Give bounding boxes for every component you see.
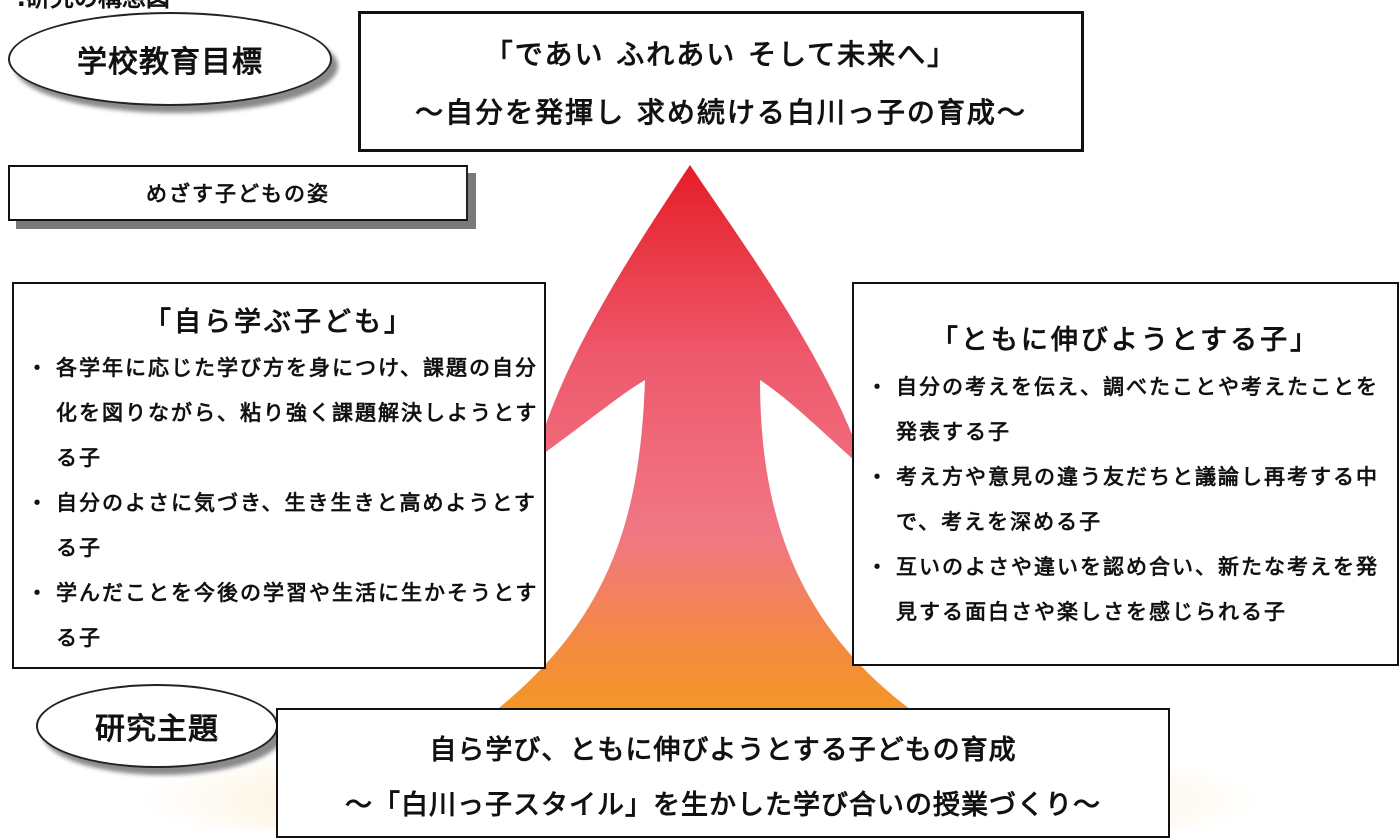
research-theme-box: 自ら学び、ともに伸びようとする子どもの育成 ～「白川っ子スタイル」を生かした学び… — [276, 708, 1170, 838]
school-goal-label: 学校教育目標 — [8, 12, 332, 106]
school-goal-line1: 「であい ふれあい そして未来へ」 — [484, 37, 958, 71]
self-learning-box: 「自ら学ぶ子ども」 ・各学年に応じた学び方を身につけ、課題の自分化を図りながら、… — [12, 282, 546, 669]
bullet-icon: ・ — [26, 356, 50, 380]
grow-together-title: 「ともに伸びようとする子」 — [930, 325, 1321, 356]
page-heading-fragment: .研究の構想図 — [0, 0, 170, 13]
list-item: ・自分のよさに気づき、生き生きと高めようとする子 — [14, 481, 544, 571]
research-theme-line1: 自ら学び、ともに伸びようとする子どもの育成 — [429, 735, 1017, 766]
list-item: ・互いのよさや違いを認め合い、新たな考えを発見する面白さや楽しさを感じられる子 — [854, 545, 1397, 635]
bullet-icon: ・ — [866, 465, 890, 489]
target-child-label: めざす子どもの姿 — [146, 182, 330, 206]
list-item: ・各学年に応じた学び方を身につけ、課題の自分化を図りながら、粘り強く課題解決しよ… — [14, 346, 544, 481]
self-learning-list: ・各学年に応じた学び方を身につけ、課題の自分化を図りながら、粘り強く課題解決しよ… — [14, 346, 544, 661]
bullet-icon: ・ — [26, 581, 50, 605]
research-theme-line2: ～「白川っ子スタイル」を生かした学び合いの授業づくり～ — [345, 790, 1101, 821]
research-theme-label-text: 研究主題 — [95, 712, 219, 747]
target-child-box: めざす子どもの姿 — [8, 165, 468, 221]
grow-together-list: ・自分の考えを伝え、調べたことや考えたことを発表する子 ・考え方や意見の違う友だ… — [854, 365, 1397, 635]
bullet-icon: ・ — [26, 491, 50, 515]
bullet-icon: ・ — [866, 375, 890, 399]
list-item: ・考え方や意見の違う友だちと議論し再考する中で、考えを深める子 — [854, 455, 1397, 545]
school-goal-label-text: 学校教育目標 — [77, 45, 263, 80]
grow-together-box: 「ともに伸びようとする子」 ・自分の考えを伝え、調べたことや考えたことを発表する… — [852, 282, 1399, 666]
research-theme-label: 研究主題 — [36, 684, 278, 768]
school-goal-line2: ～自分を発揮し 求め続ける白川っ子の育成～ — [415, 95, 1027, 129]
school-goal-box: 「であい ふれあい そして未来へ」 ～自分を発揮し 求め続ける白川っ子の育成～ — [358, 11, 1084, 152]
bullet-icon: ・ — [866, 555, 890, 579]
self-learning-title: 「自ら学ぶ子ども」 — [144, 307, 414, 338]
list-item: ・学んだことを今後の学習や生活に生かそうとする子 — [14, 571, 544, 661]
list-item: ・自分の考えを伝え、調べたことや考えたことを発表する子 — [854, 365, 1397, 455]
